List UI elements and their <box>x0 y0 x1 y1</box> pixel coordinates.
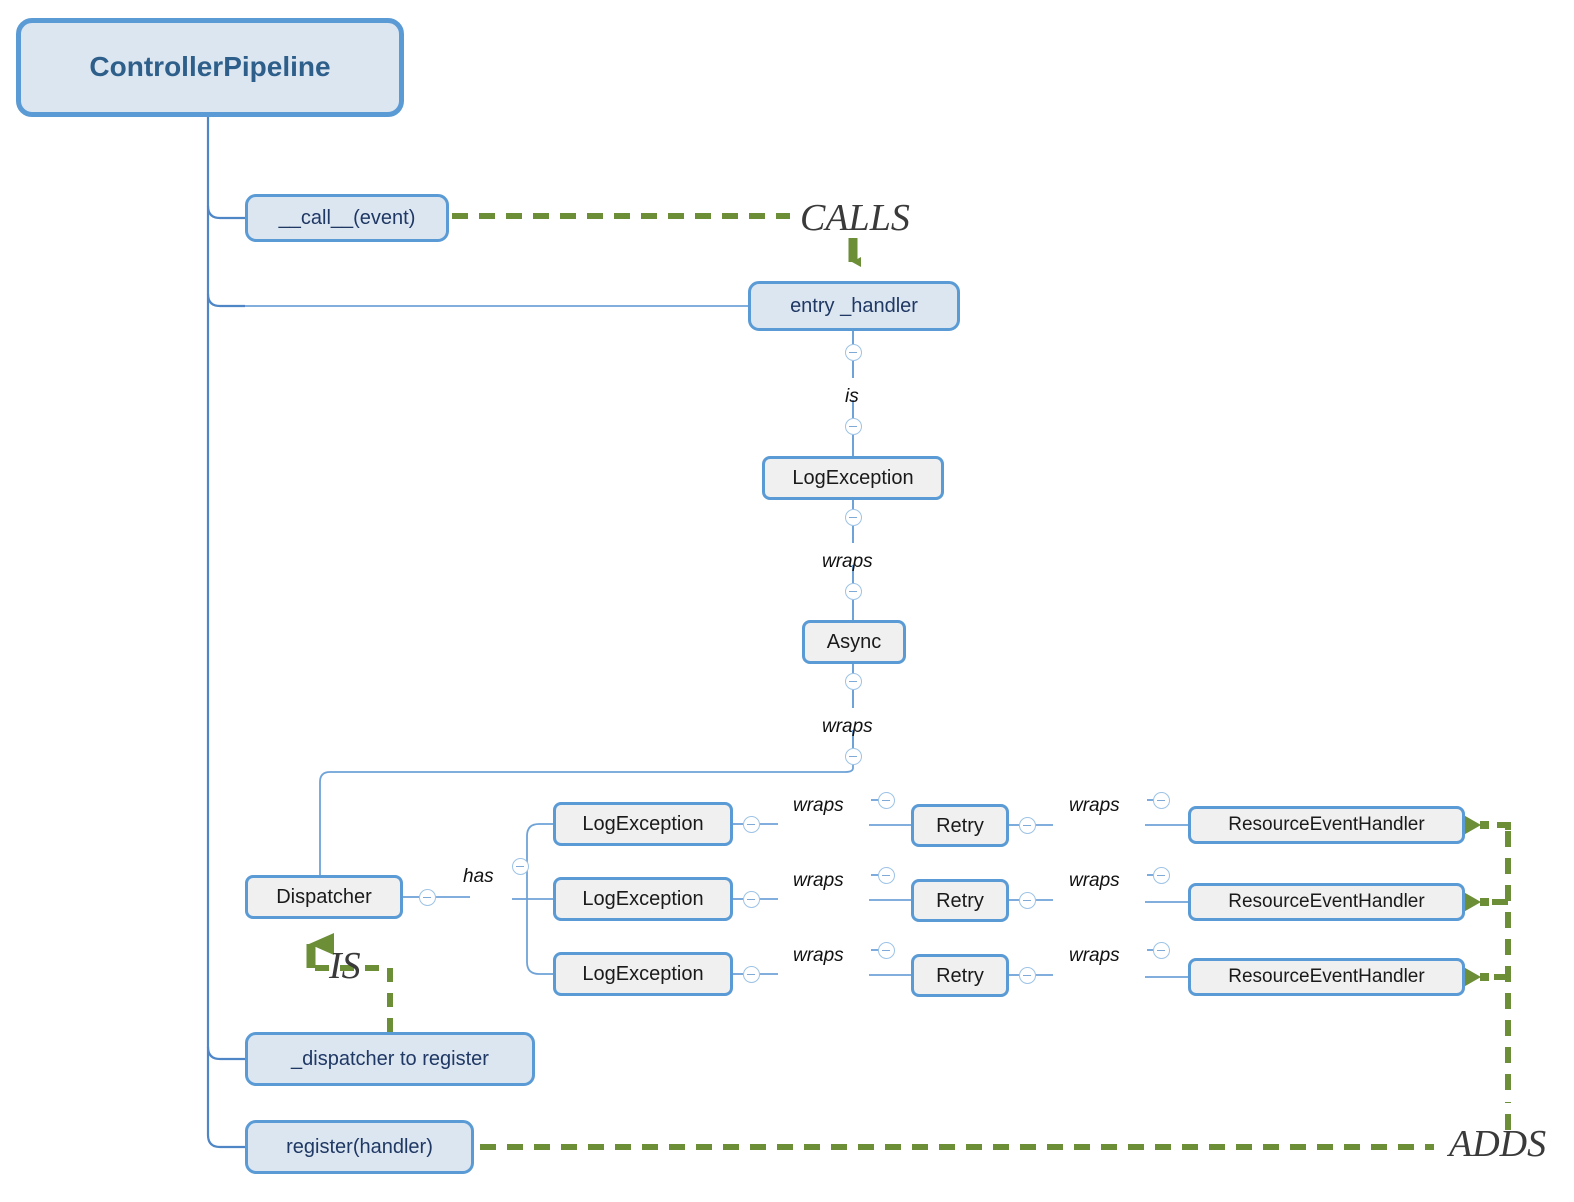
collapse-icon-wraps-async-top[interactable] <box>845 583 862 600</box>
relation-label-adds: ADDS <box>1449 1123 1547 1165</box>
node-label: Dispatcher <box>276 886 372 908</box>
edge-label-wraps-row3-b: wraps <box>1069 945 1120 966</box>
collapse-icon-async-bottom[interactable] <box>845 673 862 690</box>
node-dispatcher[interactable]: Dispatcher <box>245 875 403 919</box>
collapse-icon-wraps-retry-row2[interactable] <box>878 867 895 884</box>
collapse-icon-wraps-retry-row1[interactable] <box>878 792 895 809</box>
node-entry-handler[interactable]: entry _handler <box>748 281 960 331</box>
collapse-icon-wraps-reh-row1[interactable] <box>1153 792 1170 809</box>
node-label: ControllerPipeline <box>89 51 331 83</box>
node-controller-pipeline[interactable]: ControllerPipeline <box>16 18 404 117</box>
collapse-icon-entry-bottom[interactable] <box>845 418 862 435</box>
root-spine <box>206 117 245 1149</box>
node-logexception-row1[interactable]: LogException <box>553 802 733 846</box>
node-logexception-main[interactable]: LogException <box>762 456 944 500</box>
node-logexception-row2[interactable]: LogException <box>553 877 733 921</box>
collapse-icon-wraps-reh-row3[interactable] <box>1153 942 1170 959</box>
edge-label-wraps-async: wraps <box>822 716 873 737</box>
node-resource-event-handler-row1[interactable]: ResourceEventHandler <box>1188 806 1465 844</box>
node-label: Async <box>826 631 882 653</box>
node-label: _dispatcher to register <box>291 1048 489 1070</box>
collapse-icon-retry-row2[interactable] <box>1019 892 1036 909</box>
collapse-icon-wraps-dispatcher[interactable] <box>845 748 862 765</box>
node-call-event[interactable]: __call__(event) <box>245 194 449 242</box>
node-label: LogException <box>582 813 704 835</box>
edge-label-wraps-row2-b: wraps <box>1069 870 1120 891</box>
node-label: ResourceEventHandler <box>1228 965 1425 987</box>
node-dispatcher-to-register[interactable]: _dispatcher to register <box>245 1032 535 1086</box>
node-resource-event-handler-row2[interactable]: ResourceEventHandler <box>1188 883 1465 921</box>
edge-label-is-entry: is <box>845 386 859 407</box>
edge-label-wraps-row1-b: wraps <box>1069 795 1120 816</box>
collapse-icon-logexception-row1[interactable] <box>743 816 760 833</box>
node-register-handler[interactable]: register(handler) <box>245 1120 474 1174</box>
collapse-icon-wraps-retry-row3[interactable] <box>878 942 895 959</box>
node-resource-event-handler-row3[interactable]: ResourceEventHandler <box>1188 958 1465 996</box>
node-label: entry _handler <box>790 295 918 317</box>
node-label: register(handler) <box>286 1136 433 1158</box>
node-async[interactable]: Async <box>802 620 906 664</box>
node-retry-row3[interactable]: Retry <box>911 954 1009 997</box>
node-label: LogException <box>582 963 704 985</box>
node-label: LogException <box>582 888 704 910</box>
edge-label-wraps-row1-a: wraps <box>793 795 844 816</box>
collapse-icon-logexception-main[interactable] <box>845 509 862 526</box>
node-label: Retry <box>936 814 984 837</box>
collapse-icon-wraps-reh-row2[interactable] <box>1153 867 1170 884</box>
node-label: ResourceEventHandler <box>1228 890 1425 912</box>
node-label: LogException <box>792 467 914 489</box>
node-retry-row1[interactable]: Retry <box>911 804 1009 847</box>
node-label: __call__(event) <box>278 207 416 229</box>
collapse-icon-logexception-row3[interactable] <box>743 966 760 983</box>
relation-adds-branches <box>1490 822 1511 980</box>
collapse-icon-entry-top[interactable] <box>845 344 862 361</box>
node-label: Retry <box>936 964 984 987</box>
collapse-icon-retry-row3[interactable] <box>1019 967 1036 984</box>
collapse-icon-logexception-row2[interactable] <box>743 891 760 908</box>
node-logexception-row3[interactable]: LogException <box>553 952 733 996</box>
node-retry-row2[interactable]: Retry <box>911 879 1009 922</box>
collapse-icon-dispatcher[interactable] <box>419 889 436 906</box>
edge-label-wraps-row3-a: wraps <box>793 945 844 966</box>
node-label: ResourceEventHandler <box>1228 813 1425 835</box>
edge-label-has: has <box>463 866 494 887</box>
relation-adds-arrowheads <box>1460 813 1489 989</box>
edge-label-wraps-logexception: wraps <box>822 551 873 572</box>
relation-label-is: IS <box>329 945 361 987</box>
edge-label-wraps-row2-a: wraps <box>793 870 844 891</box>
collapse-icon-retry-row1[interactable] <box>1019 817 1036 834</box>
relation-label-calls: CALLS <box>800 197 910 239</box>
node-label: Retry <box>936 889 984 912</box>
collapse-icon-has[interactable] <box>512 858 529 875</box>
edge-has-fan <box>512 823 553 975</box>
